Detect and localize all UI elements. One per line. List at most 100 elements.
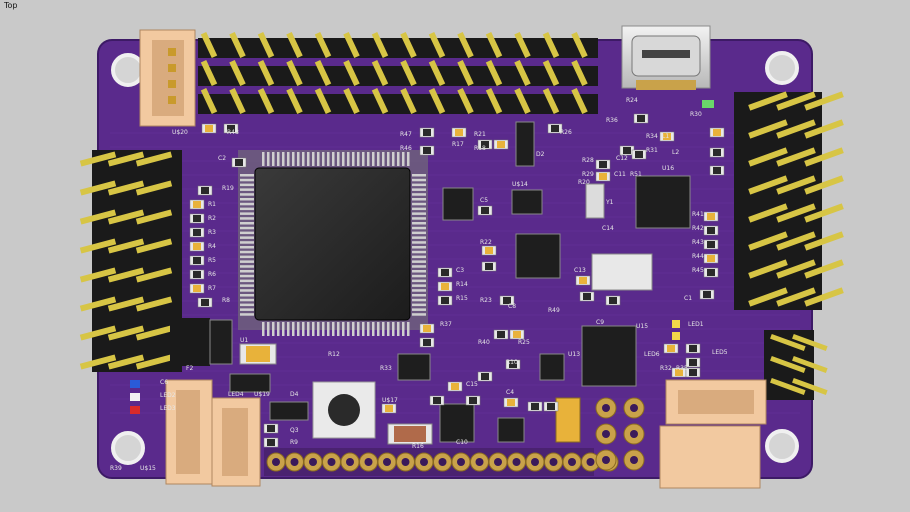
silk-label: U16 [662, 165, 674, 172]
silk-label: R31 [646, 147, 658, 154]
silk-label: C14 [602, 225, 614, 232]
silk-label: C4 [506, 389, 514, 396]
reset-button [312, 381, 376, 439]
tantalum-capacitor [555, 397, 581, 443]
silk-label: R44 [692, 253, 704, 260]
silk-label: R49 [548, 307, 560, 314]
silk-label: R19 [222, 185, 234, 192]
silk-label: R2 [208, 215, 216, 222]
silk-label: LED3 [160, 405, 176, 412]
silk-label: C1 [684, 295, 692, 302]
silk-label: R37 [440, 321, 452, 328]
silk-label: LED6 [644, 351, 660, 358]
top-pin-header [198, 31, 598, 115]
micro-usb-connector [621, 25, 711, 90]
silk-label: R10 [506, 359, 518, 366]
silk-label: R12 [328, 351, 340, 358]
silk-label: L2 [672, 149, 679, 156]
silk-label: U13 [568, 351, 580, 358]
silk-label: D4 [290, 391, 299, 398]
silk-label: C3 [456, 267, 464, 274]
silk-label: R21 [474, 131, 486, 138]
left-pin-header [79, 150, 210, 372]
silk-label: U$14 [512, 181, 528, 188]
silk-label: C11 [614, 171, 626, 178]
silk-label: R22 [480, 239, 492, 246]
silk-label: R39 [110, 465, 122, 472]
smd-passives [189, 113, 725, 448]
pad-block [595, 397, 645, 471]
silk-label: R9 [290, 439, 298, 446]
silk-label: R15 [456, 295, 468, 302]
silk-label: C2 [218, 155, 226, 162]
silk-label: R33 [380, 365, 392, 372]
silk-label: R20 [578, 179, 590, 186]
silk-label: LED1 [688, 321, 704, 328]
silk-label: R45 [692, 267, 704, 274]
silk-label: R29 [582, 171, 594, 178]
silk-label: R4 [208, 243, 216, 250]
silk-label: R30 [690, 111, 702, 118]
silk-label: R46 [400, 145, 412, 152]
silk-label: R18 [474, 145, 486, 152]
silk-label: C9 [596, 319, 604, 326]
silk-label: R24 [626, 97, 638, 104]
silk-label: R17 [452, 141, 464, 148]
flat-connectors-bottom-right [659, 379, 767, 489]
silk-label: Y1 [605, 199, 614, 206]
mounting-holes [111, 51, 799, 465]
silk-label: C15 [466, 381, 478, 388]
silk-label: R8 [222, 297, 230, 304]
view-label: Top [4, 1, 18, 10]
status-leds [130, 100, 714, 414]
silk-label: R14 [456, 281, 468, 288]
silk-label: R42 [692, 225, 704, 232]
silk-label: Q3 [290, 427, 299, 434]
silk-label: R35 [676, 365, 688, 372]
silk-label: R23 [480, 297, 492, 304]
silk-label: F2 [186, 365, 193, 372]
silk-label: R36 [606, 117, 618, 124]
silk-label: R51 [630, 171, 642, 178]
silk-label: U$19 [254, 391, 270, 398]
silk-label: R16 [412, 443, 424, 450]
fuse [239, 343, 277, 365]
inductor [387, 423, 433, 445]
silk-label: U$17 [382, 397, 398, 404]
silk-label: R26 [560, 129, 572, 136]
silk-label: R47 [400, 131, 412, 138]
jst-connectors-bottom-left [165, 379, 261, 487]
silk-label: D2 [536, 151, 545, 158]
bottom-pad-row [264, 448, 619, 476]
silk-label: C5 [480, 197, 488, 204]
silk-label: R1 [208, 201, 216, 208]
silk-label: L1 [662, 133, 669, 140]
silk-label: R41 [692, 211, 704, 218]
silk-label: U1 [240, 337, 248, 344]
silk-label: C8 [508, 303, 516, 310]
silk-label: U$15 [140, 465, 156, 472]
silk-label: R40 [478, 339, 490, 346]
silk-label: R43 [692, 239, 704, 246]
silk-label: R6 [208, 271, 216, 278]
silk-label: C12 [616, 155, 628, 162]
silk-label: C13 [574, 267, 586, 274]
silk-label: LED4 [228, 391, 244, 398]
silk-label: R3 [208, 229, 216, 236]
silk-label: R48 [227, 129, 239, 136]
mcu-chip [238, 150, 428, 336]
silk-label: R34 [646, 133, 658, 140]
silk-label: R5 [208, 257, 216, 264]
silk-label: U$20 [172, 129, 188, 136]
silk-label: LED5 [712, 349, 728, 356]
silk-label: R7 [208, 285, 216, 292]
silk-label: R28 [582, 157, 594, 164]
right-pin-header [734, 91, 844, 400]
silk-label: R32 [660, 365, 672, 372]
silk-label: R25 [518, 339, 530, 346]
silk-label: C6 [160, 379, 168, 386]
ic-chips [209, 121, 691, 443]
silk-label: C10 [456, 439, 468, 446]
